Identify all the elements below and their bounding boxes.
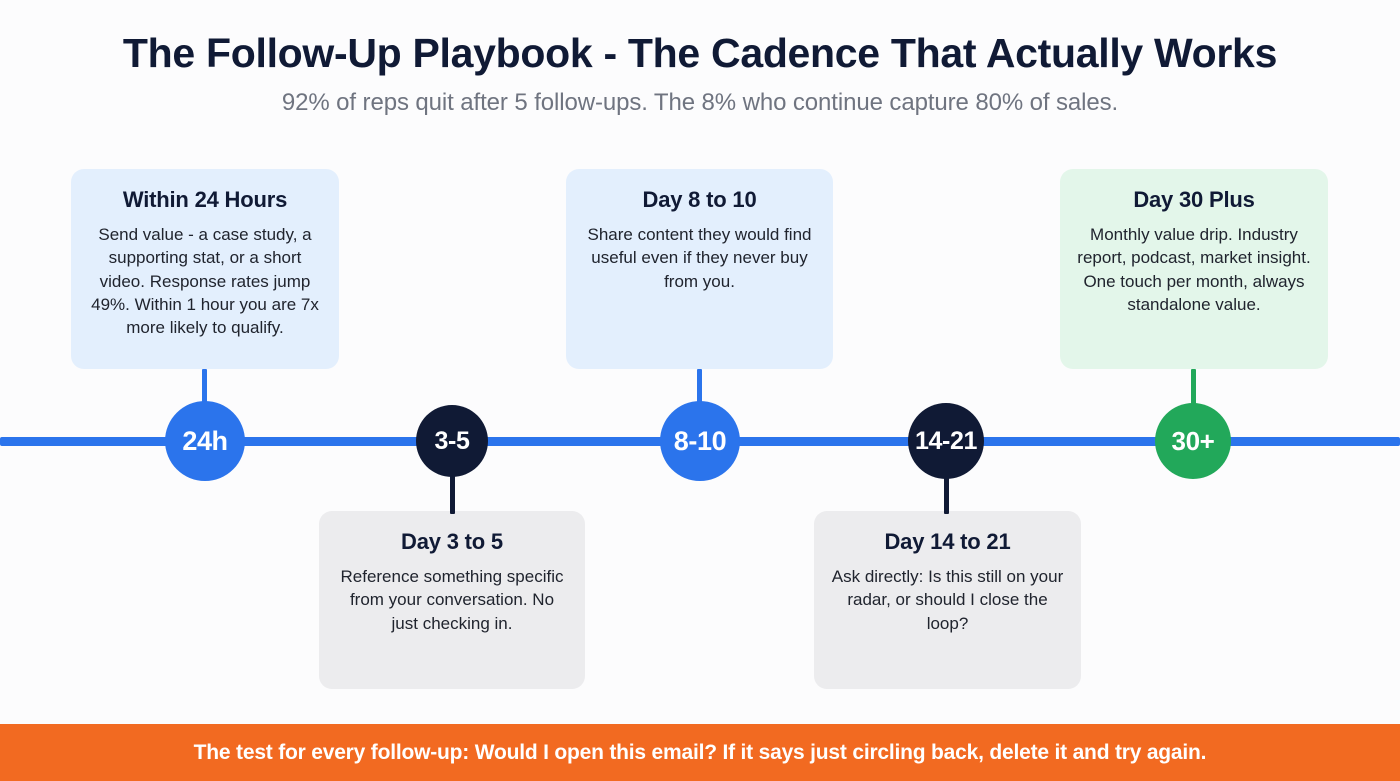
card-title: Within 24 Hours: [122, 187, 288, 212]
footer-banner-text: The test for every follow-up: Would I op…: [193, 740, 1207, 764]
card-title: Day 30 Plus: [1133, 187, 1255, 212]
footer-banner: The test for every follow-up: Would I op…: [0, 724, 1400, 781]
timeline-node-3-5[interactable]: 3-5: [416, 405, 488, 477]
card-body: Send value - a case study, a supporting …: [91, 225, 319, 338]
card-title: Day 8 to 10: [642, 187, 757, 212]
card-body: Ask directly: Is this still on your rada…: [831, 567, 1064, 633]
timeline-card-14-21[interactable]: Day 14 to 21 Ask directly: Is this still…: [814, 511, 1081, 689]
card-body: Share content they would find useful eve…: [587, 225, 812, 291]
infographic-header: The Follow-Up Playbook - The Cadence Tha…: [0, 0, 1400, 117]
timeline-node-14-21[interactable]: 14-21: [908, 403, 984, 479]
timeline-card-30-plus[interactable]: Day 30 Plus Monthly value drip. Industry…: [1060, 169, 1328, 369]
timeline-card-8-10[interactable]: Day 8 to 10 Share content they would fin…: [566, 169, 833, 369]
card-title: Day 3 to 5: [401, 529, 503, 554]
card-title: Day 14 to 21: [884, 529, 1011, 554]
page-subtitle: 92% of reps quit after 5 follow-ups. The…: [281, 89, 1119, 117]
timeline-card-24h[interactable]: Within 24 Hours Send value - a case stud…: [71, 169, 339, 369]
card-body: Monthly value drip. Industry report, pod…: [1077, 225, 1311, 314]
page-title: The Follow-Up Playbook - The Cadence Tha…: [122, 30, 1278, 76]
timeline-card-3-5[interactable]: Day 3 to 5 Reference something specific …: [319, 511, 585, 689]
card-body: Reference something specific from your c…: [340, 567, 564, 633]
timeline-node-30-plus[interactable]: 30+: [1155, 403, 1231, 479]
timeline-node-8-10[interactable]: 8-10: [660, 401, 740, 481]
timeline-node-24h[interactable]: 24h: [165, 401, 245, 481]
